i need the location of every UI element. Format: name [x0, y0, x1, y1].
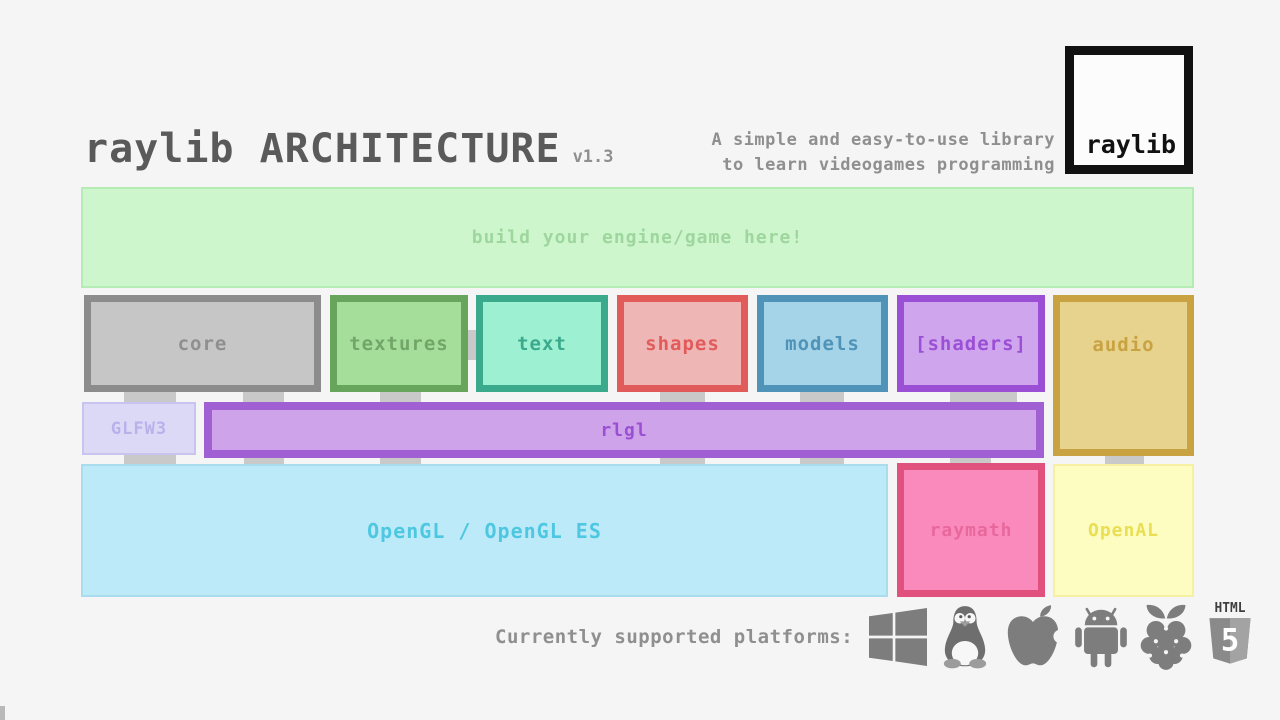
page-title: raylib ARCHITECTURE v1.3: [84, 126, 614, 172]
module-textures-label: textures: [349, 332, 449, 355]
rlgl-box: rlgl: [204, 402, 1044, 458]
engine-box: build your engine/game here!: [81, 187, 1194, 288]
module-text-label: text: [517, 332, 567, 355]
linux-icon: [944, 606, 987, 669]
openal-label: OpenAL: [1087, 520, 1160, 541]
module-core: core: [84, 295, 321, 392]
tagline: A simple and easy-to-use library to lear…: [711, 128, 1055, 178]
html5-icon: HTML 5: [1209, 601, 1251, 664]
platforms-row: Currently supported platforms:: [495, 600, 1256, 674]
module-shapes: shapes: [617, 295, 748, 392]
opengl-box: OpenGL / OpenGL ES: [81, 464, 888, 597]
raymath-box: raymath: [897, 463, 1045, 597]
module-models-label: models: [785, 332, 860, 355]
glfw3-label: GLFW3: [110, 418, 168, 439]
raymath-label: raymath: [929, 519, 1013, 541]
module-shapes-label: shapes: [645, 332, 720, 355]
rlgl-label: rlgl: [600, 419, 648, 441]
windows-icon: [869, 608, 928, 666]
tagline-line-2: to learn videogames programming: [722, 155, 1055, 175]
platforms-label: Currently supported platforms:: [495, 626, 854, 648]
openal-box: OpenAL: [1053, 464, 1194, 597]
module-models: models: [757, 295, 888, 392]
apple-icon: [1007, 605, 1064, 666]
module-core-label: core: [177, 332, 228, 355]
opengl-label: OpenGL / OpenGL ES: [367, 518, 602, 543]
module-audio-label: audio: [1092, 334, 1155, 356]
raylib-logo: raylib: [1065, 46, 1193, 174]
page-title-text: raylib ARCHITECTURE: [84, 126, 561, 172]
glfw3-box: GLFW3: [82, 402, 196, 455]
android-icon: [1075, 607, 1128, 668]
engine-box-label: build your engine/game here!: [471, 227, 804, 248]
module-shaders-label: [shaders]: [915, 332, 1027, 355]
module-audio: audio: [1053, 295, 1194, 456]
tagline-line-1: A simple and easy-to-use library: [711, 130, 1055, 150]
corner-mark: [0, 706, 5, 720]
raylib-logo-text: raylib: [1085, 130, 1176, 159]
module-shaders: [shaders]: [897, 295, 1045, 392]
module-textures: textures: [330, 295, 468, 392]
version-label: v1.3: [572, 147, 614, 167]
module-text: text: [476, 295, 608, 392]
html5-icon-top-text: HTML: [1215, 601, 1246, 616]
html5-icon-number: 5: [1221, 623, 1240, 659]
raspberry-pi-icon: [1140, 604, 1192, 670]
